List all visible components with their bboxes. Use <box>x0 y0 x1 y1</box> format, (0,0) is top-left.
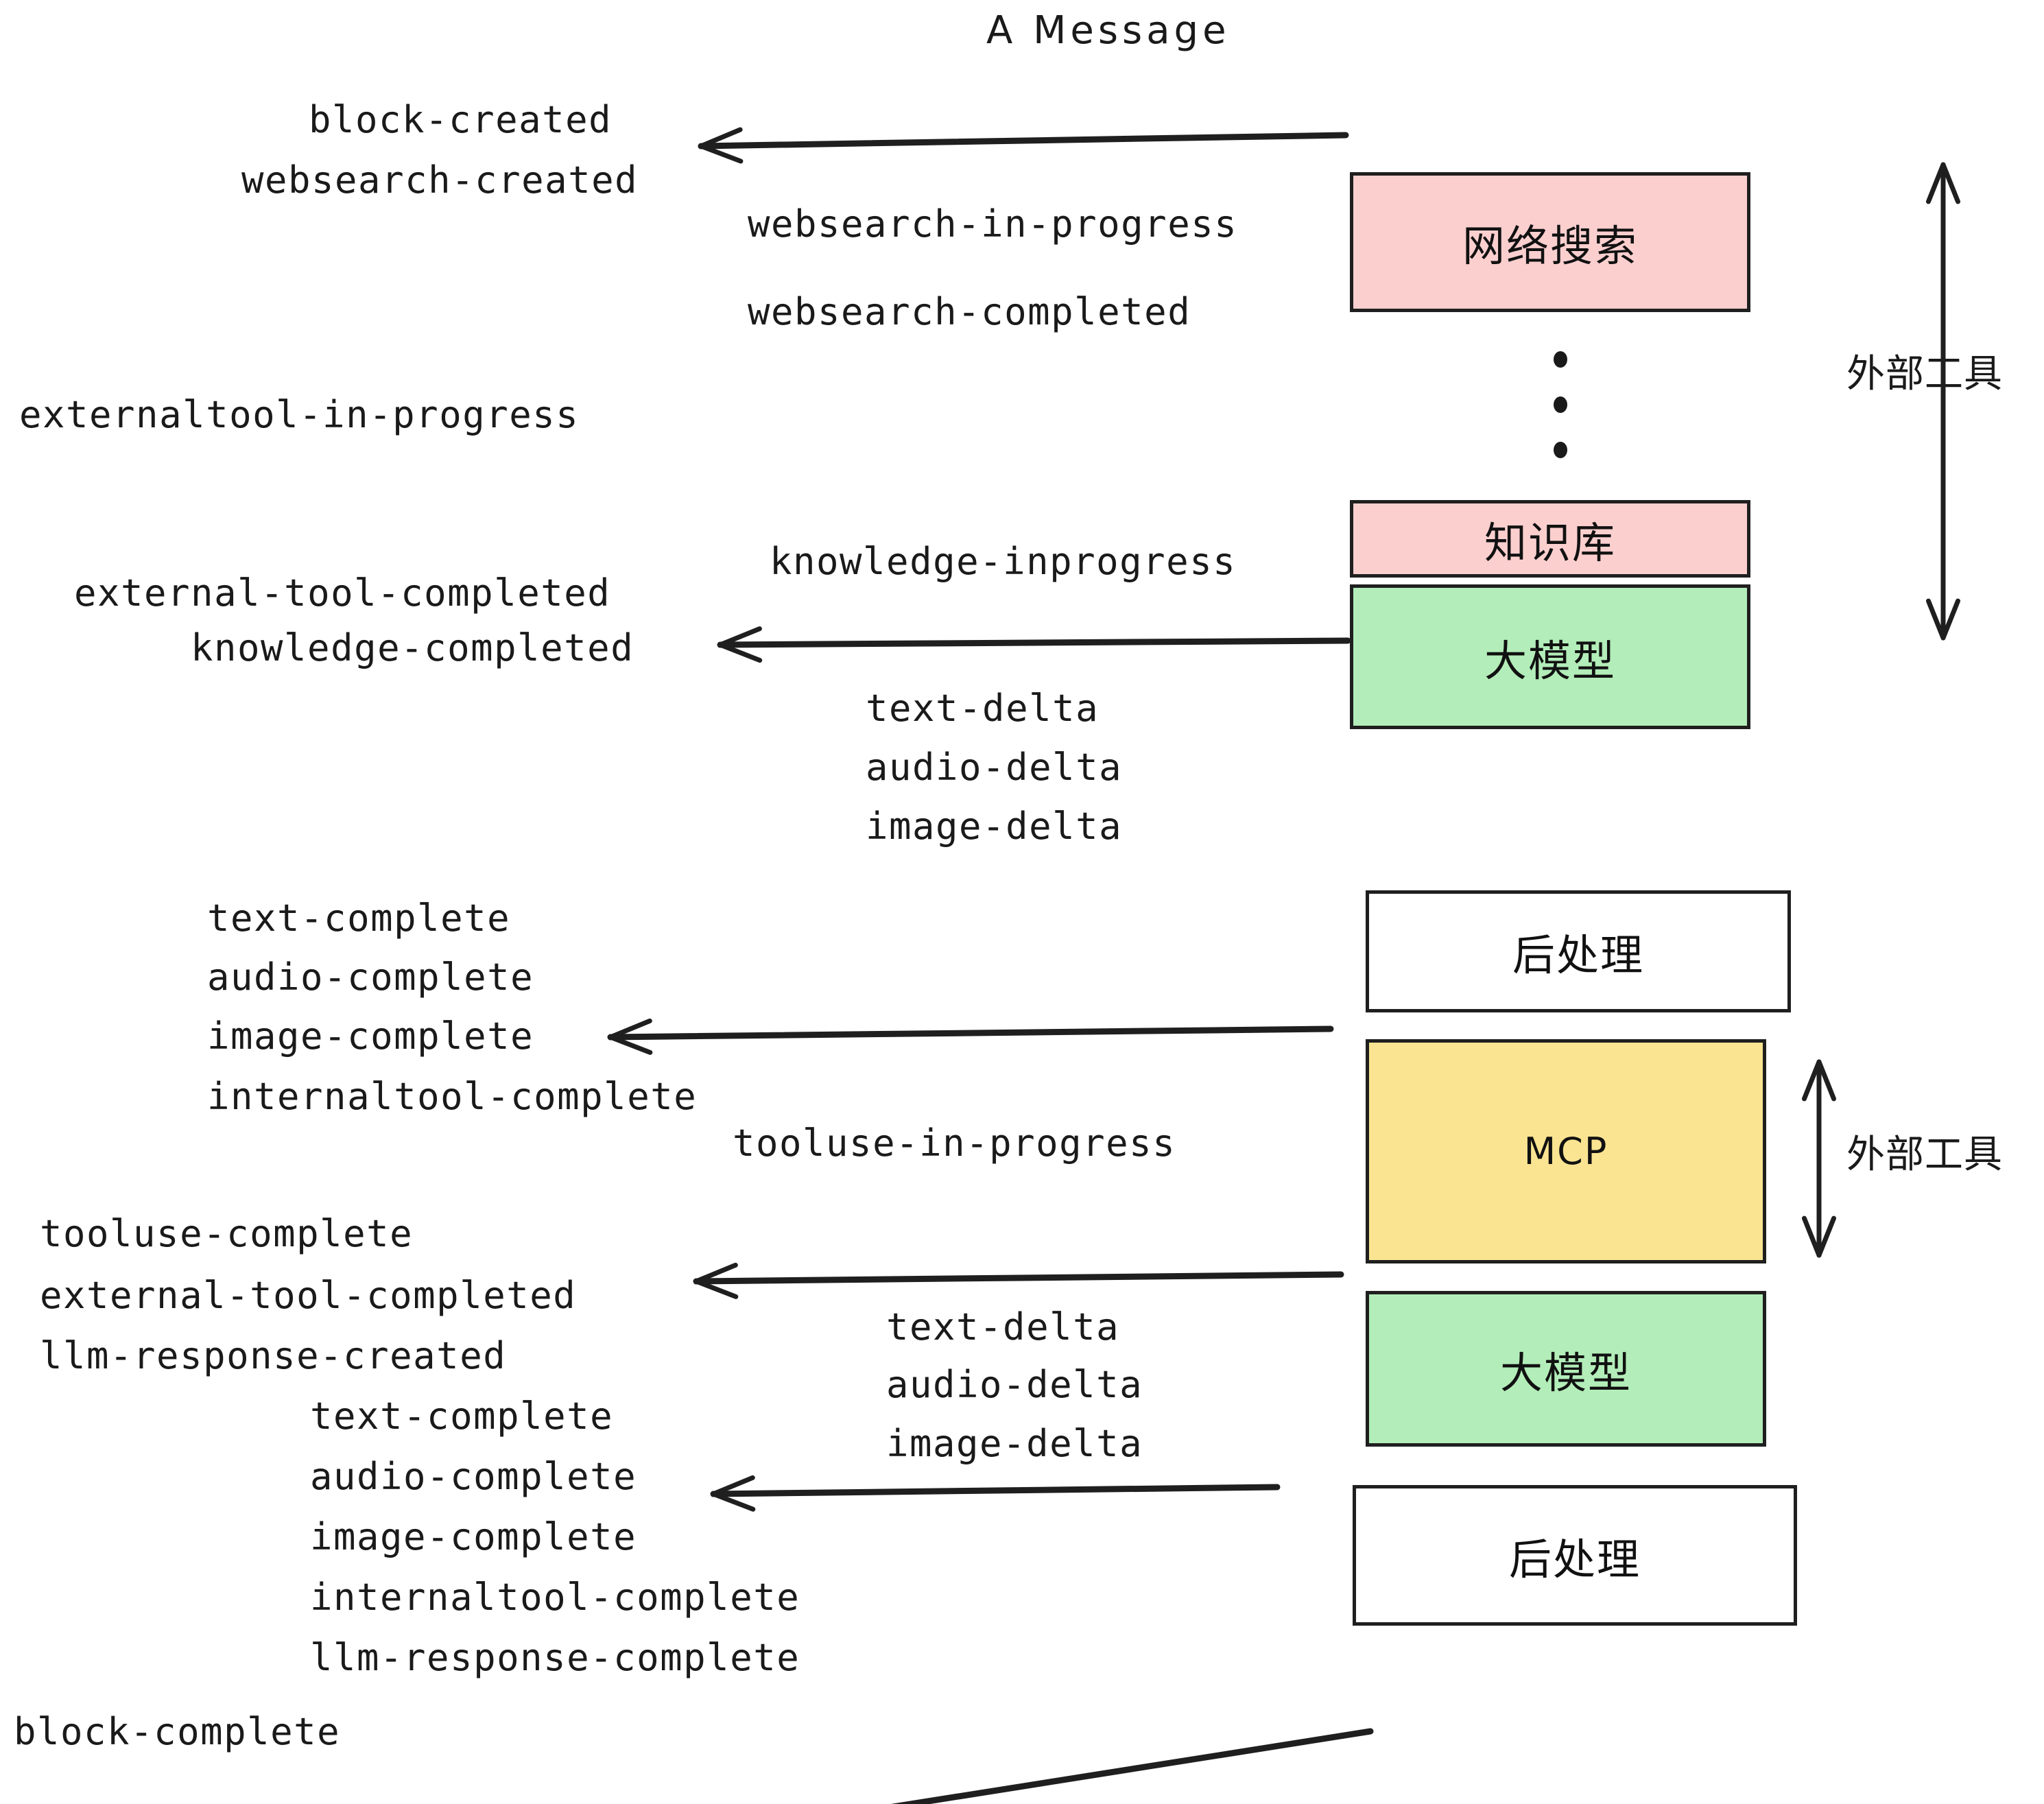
event-label-websearch-in-progress: websearch-in-progress <box>748 202 1238 246</box>
node-label: 后处理 <box>1508 1534 1641 1585</box>
event-label-externaltool-in-progress: externaltool-in-progress <box>19 393 580 436</box>
node-label: 知识库 <box>1484 517 1616 568</box>
arrow-tooluse-done-shaft <box>693 1271 1344 1285</box>
node-llm-second[interactable]: 大模型 <box>1366 1291 1766 1447</box>
arrow-knowledge-done-shaft <box>717 637 1351 648</box>
event-label-audio-complete-1: audio-complete <box>207 956 534 999</box>
event-label-internaltool-complete-2: internaltool-complete <box>310 1576 800 1619</box>
node-postprocess-first[interactable]: 后处理 <box>1366 890 1791 1012</box>
node-label: 后处理 <box>1512 930 1644 980</box>
ellipsis-dot <box>1554 442 1567 458</box>
vertical-ellipsis <box>1554 351 1567 458</box>
event-label-audio-delta-2: audio-delta <box>886 1363 1143 1406</box>
arrow-block-created-head <box>698 127 744 164</box>
node-mcp[interactable]: MCP <box>1366 1039 1766 1263</box>
event-label-tooluse-in-progress: tooluse-in-progress <box>733 1121 1176 1165</box>
event-label-external-tool-completed-2: external-tool-completed <box>40 1274 577 1317</box>
event-label-websearch-created: websearch-created <box>241 158 639 202</box>
event-label-block-complete: block-complete <box>14 1710 341 1753</box>
arrow-image-complete-shaft <box>607 1025 1334 1041</box>
external-tool-scope-top-head-up <box>1925 162 1961 204</box>
event-label-tooluse-complete: tooluse-complete <box>40 1212 414 1255</box>
event-label-image-delta-2: image-delta <box>886 1422 1143 1465</box>
scope-label-external-tool-bottom: 外部工具 <box>1846 1132 2003 1177</box>
external-tool-scope-bottom-head-down <box>1801 1215 1837 1258</box>
event-label-websearch-completed: websearch-completed <box>748 290 1191 333</box>
event-label-image-complete-2: image-complete <box>310 1515 637 1558</box>
node-postprocess-last[interactable]: 后处理 <box>1353 1485 1797 1626</box>
external-tool-scope-bottom-head-up <box>1801 1059 1837 1102</box>
arrow-block-complete-shaft <box>890 1728 1374 1804</box>
arrow-audio-complete-shaft <box>710 1484 1281 1497</box>
arrow-block-created-shaft <box>698 132 1349 150</box>
arrow-audio-complete-head <box>711 1475 756 1512</box>
event-label-text-complete-1: text-complete <box>207 897 511 940</box>
event-label-audio-complete-2: audio-complete <box>310 1455 637 1498</box>
page-title: A Message <box>986 8 1231 53</box>
event-label-knowledge-completed: knowledge-completed <box>191 626 634 669</box>
node-llm-first[interactable]: 大模型 <box>1350 584 1750 729</box>
external-tool-scope-top-head-down <box>1925 598 1961 641</box>
node-knowledge[interactable]: 知识库 <box>1350 500 1750 578</box>
arrow-knowledge-done-head <box>717 626 763 663</box>
ellipsis-dot <box>1554 396 1567 413</box>
ellipsis-dot <box>1554 351 1567 368</box>
arrow-image-complete-head <box>608 1018 653 1055</box>
event-label-text-delta-2: text-delta <box>886 1305 1120 1349</box>
node-label: 网络搜索 <box>1462 221 1638 271</box>
node-label: MCP <box>1523 1130 1608 1173</box>
event-label-block-created: block-created <box>309 98 613 141</box>
event-label-text-delta-1: text-delta <box>866 687 1100 730</box>
node-label: 大模型 <box>1484 635 1616 686</box>
event-label-external-tool-completed: external-tool-completed <box>74 571 611 615</box>
event-label-image-delta-1: image-delta <box>866 805 1123 848</box>
arrow-tooluse-done-head <box>693 1262 739 1299</box>
node-websearch[interactable]: 网络搜索 <box>1350 172 1750 312</box>
event-label-image-complete-1: image-complete <box>207 1014 534 1058</box>
node-label: 大模型 <box>1499 1347 1632 1398</box>
event-label-audio-delta-1: audio-delta <box>866 746 1123 789</box>
event-label-text-complete-2: text-complete <box>310 1394 614 1438</box>
event-label-internaltool-complete-1: internaltool-complete <box>207 1075 698 1118</box>
event-label-llm-response-complete: llm-response-complete <box>310 1636 800 1679</box>
event-label-knowledge-inprogress: knowledge-inprogress <box>770 540 1237 583</box>
scope-label-external-tool-top: 外部工具 <box>1846 352 2003 396</box>
event-label-llm-response-created: llm-response-created <box>40 1334 507 1377</box>
